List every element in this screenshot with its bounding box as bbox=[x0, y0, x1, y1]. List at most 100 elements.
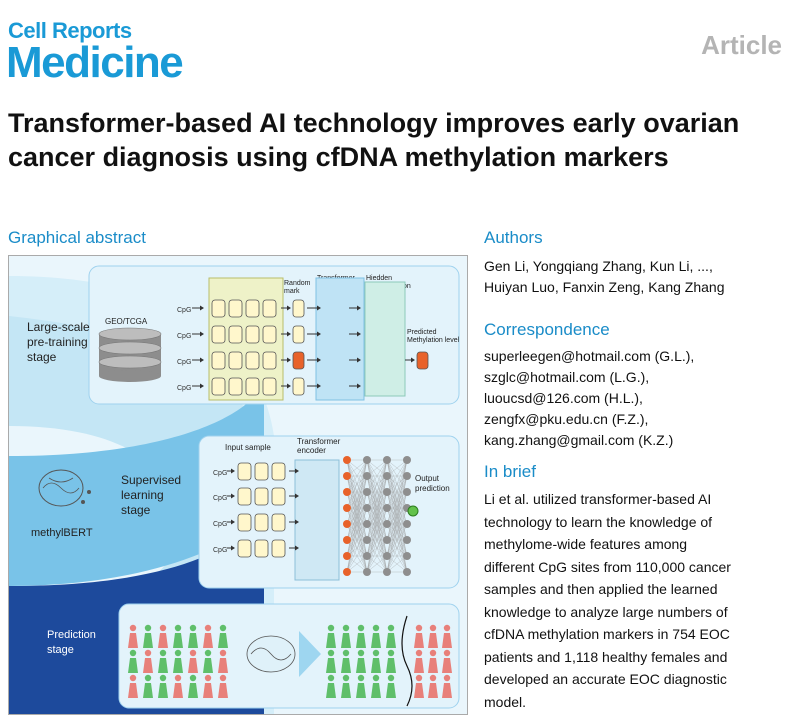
input-token bbox=[271, 487, 286, 506]
person-icon bbox=[428, 683, 438, 698]
person-icon bbox=[428, 658, 438, 673]
embedding-token bbox=[262, 377, 277, 396]
transformer-encoder-label: encoder bbox=[297, 446, 326, 455]
network-node bbox=[383, 552, 391, 560]
stage-label: stage bbox=[27, 350, 57, 364]
embedding-token bbox=[245, 351, 260, 370]
network-node bbox=[363, 536, 371, 544]
network-node bbox=[363, 552, 371, 560]
stage-label: Supervised bbox=[121, 473, 181, 487]
network-node bbox=[383, 488, 391, 496]
embedding-token bbox=[211, 377, 226, 396]
person-icon bbox=[144, 624, 152, 632]
person-icon bbox=[158, 633, 168, 648]
predicted-methylation-label: Methylation level bbox=[407, 337, 460, 344]
person-icon bbox=[387, 674, 395, 682]
input-token bbox=[254, 462, 269, 481]
person-icon bbox=[356, 683, 366, 698]
person-icon bbox=[415, 624, 423, 632]
person-icon bbox=[128, 658, 138, 673]
in-brief-line: different CpG sites from 110,000 cancer bbox=[484, 558, 731, 575]
person-icon bbox=[327, 649, 335, 657]
person-icon bbox=[371, 683, 381, 698]
person-icon bbox=[173, 683, 183, 698]
network-edge bbox=[346, 459, 368, 541]
person-icon bbox=[158, 658, 168, 673]
embedding-token bbox=[228, 299, 243, 318]
person-icon bbox=[371, 633, 381, 648]
network-node bbox=[403, 472, 411, 480]
network-node bbox=[383, 568, 391, 576]
database-icon bbox=[98, 327, 162, 341]
person-icon bbox=[357, 624, 365, 632]
network-edge bbox=[346, 539, 368, 573]
network-node bbox=[403, 568, 411, 576]
person-icon bbox=[342, 649, 350, 657]
embedding-token bbox=[228, 377, 243, 396]
arrow-head bbox=[200, 383, 204, 389]
authors-heading: Authors bbox=[484, 228, 543, 247]
embedding-token bbox=[211, 351, 226, 370]
email-link[interactable]: szglc@hotmail.com (L.G.), bbox=[484, 369, 650, 385]
brain-icon bbox=[250, 647, 292, 661]
in-brief-line: developed an accurate EOC diagnostic bbox=[484, 671, 727, 687]
network-edge bbox=[366, 459, 388, 525]
in-brief-line: knowledge to analyze large numbers of bbox=[484, 603, 728, 620]
supervised-encoder-box bbox=[294, 459, 340, 581]
embedding-token bbox=[245, 377, 260, 396]
email-link[interactable]: kang.zhang@gmail.com (K.Z.) bbox=[484, 432, 674, 448]
arrow-head bbox=[295, 519, 299, 525]
embedding-token bbox=[211, 325, 226, 344]
network-node bbox=[343, 472, 351, 480]
network-edge bbox=[366, 459, 388, 509]
person-icon bbox=[189, 649, 197, 657]
input-token bbox=[271, 513, 286, 532]
person-icon bbox=[356, 658, 366, 673]
network-edge bbox=[346, 459, 368, 509]
network-node bbox=[363, 488, 371, 496]
person-icon bbox=[203, 658, 213, 673]
network-node bbox=[343, 552, 351, 560]
person-icon bbox=[341, 633, 351, 648]
person-icon bbox=[357, 649, 365, 657]
journal-name-line1: Cell Reports bbox=[8, 18, 132, 43]
person-icon bbox=[372, 674, 380, 682]
arrow-head bbox=[317, 357, 321, 363]
person-icon bbox=[341, 658, 351, 673]
person-icon bbox=[372, 624, 380, 632]
network-edge bbox=[386, 459, 408, 525]
output-prediction-label: prediction bbox=[415, 484, 450, 493]
brain-icon bbox=[42, 477, 80, 494]
cpg-label: CpG bbox=[213, 547, 227, 554]
person-icon bbox=[218, 683, 228, 698]
network-node bbox=[343, 504, 351, 512]
network-node bbox=[383, 456, 391, 464]
arrow-head bbox=[317, 383, 321, 389]
stage-label: learning bbox=[121, 488, 164, 502]
network-node bbox=[363, 568, 371, 576]
person-icon bbox=[429, 649, 437, 657]
flow-arrow bbox=[299, 631, 321, 677]
person-icon bbox=[414, 633, 424, 648]
person-icon bbox=[414, 658, 424, 673]
network-node bbox=[383, 472, 391, 480]
article-type-label: Article bbox=[701, 30, 782, 60]
person-icon bbox=[173, 658, 183, 673]
network-edge bbox=[386, 459, 408, 477]
person-icon bbox=[356, 633, 366, 648]
network-node bbox=[403, 520, 411, 528]
in-brief-line: cfDNA methylation markers in 754 EOC bbox=[484, 626, 730, 642]
person-icon bbox=[144, 674, 152, 682]
person-icon bbox=[159, 649, 167, 657]
network-edge bbox=[386, 491, 408, 573]
arrow-head bbox=[357, 383, 361, 389]
email-link[interactable]: luoucsd@126.com (H.L.), bbox=[484, 390, 643, 406]
email-link[interactable]: superleegen@hotmail.com (G.L.), bbox=[484, 348, 695, 364]
person-icon bbox=[442, 658, 452, 673]
person-icon bbox=[219, 649, 227, 657]
correspondence-list: superleegen@hotmail.com (G.L.), szglc@ho… bbox=[484, 346, 784, 451]
email-link[interactable]: zengfx@pku.edu.cn (F.Z.), bbox=[484, 411, 649, 427]
in-brief-line: samples and then applied the learned bbox=[484, 581, 718, 597]
network-edge bbox=[366, 555, 388, 573]
